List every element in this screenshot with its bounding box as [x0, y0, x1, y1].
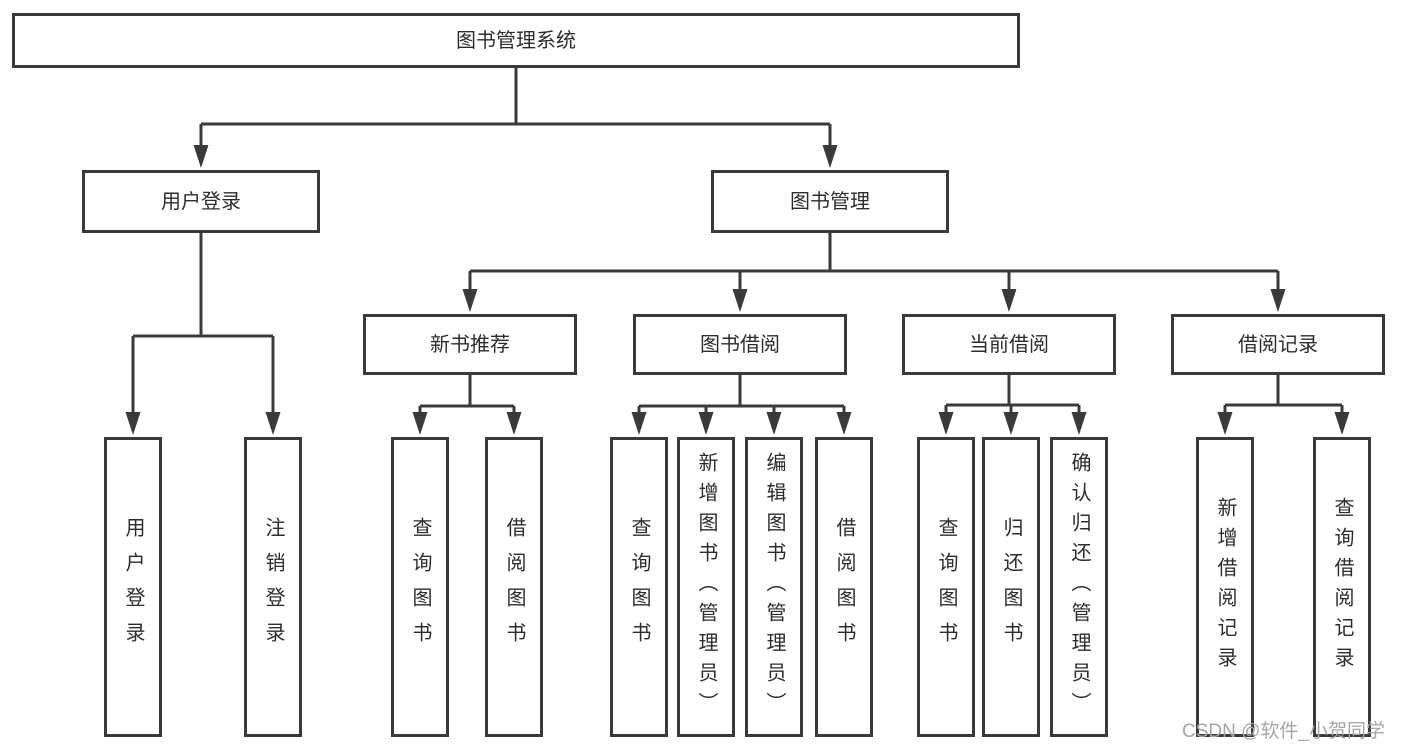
- node-root: 图书管理系统: [12, 13, 1020, 68]
- arrowhead-icon: [125, 412, 141, 435]
- csdn-watermark: CSDN @软件_小贺同学: [1182, 721, 1385, 742]
- node-label: 查询图书: [935, 517, 957, 657]
- arrowhead-icon: [506, 412, 522, 435]
- arrowhead-icon: [412, 412, 428, 435]
- node-leaf-borrow-books: 借阅图书: [815, 437, 873, 737]
- node-label: 编辑图书（管理员）: [763, 452, 785, 722]
- arrowhead-icon: [193, 145, 209, 168]
- node-book-management: 图书管理: [711, 170, 949, 233]
- arrowhead-icon: [766, 412, 782, 435]
- node-label: 归还图书: [1000, 517, 1022, 657]
- arrowhead-icon: [1001, 289, 1017, 312]
- node-label: 查询借阅记录: [1331, 497, 1353, 677]
- arrowhead-icon: [462, 289, 478, 312]
- node-label: 借阅图书: [833, 517, 855, 657]
- node-label: 新增图书（管理员）: [695, 452, 717, 722]
- arrowhead-icon: [1003, 412, 1019, 435]
- node-leaf-add-borrow-record: 新增借阅记录: [1196, 437, 1254, 737]
- node-leaf-return-book: 归还图书: [982, 437, 1040, 737]
- node-borrowing-records: 借阅记录: [1171, 314, 1385, 375]
- node-current-borrowing: 当前借阅: [902, 314, 1116, 375]
- arrowhead-icon: [1217, 412, 1233, 435]
- arrowhead-icon: [698, 412, 714, 435]
- arrowhead-icon: [732, 289, 748, 312]
- node-label: 借阅图书: [503, 517, 525, 657]
- node-new-book-recommend: 新书推荐: [363, 314, 577, 375]
- node-leaf-user-login: 用户登录: [104, 437, 162, 737]
- node-label: 用户登录: [122, 517, 144, 657]
- arrowhead-icon: [1270, 289, 1286, 312]
- node-label: 查询图书: [409, 517, 431, 657]
- connector-path: [131, 68, 1344, 414]
- node-leaf-add-book-admin: 新增图书（管理员）: [677, 437, 735, 737]
- node-book-borrowing: 图书借阅: [633, 314, 847, 375]
- node-leaf-logout: 注销登录: [244, 437, 302, 737]
- arrowhead-icon: [1334, 412, 1350, 435]
- arrowhead-icon: [631, 412, 647, 435]
- arrowhead-icon: [836, 412, 852, 435]
- node-label: 注销登录: [262, 517, 284, 657]
- node-leaf-confirm-return-admin: 确认归还（管理员）: [1050, 437, 1108, 737]
- node-label: 查询图书: [628, 517, 650, 657]
- arrowhead-icon: [265, 412, 281, 435]
- node-user-login: 用户登录: [82, 170, 320, 233]
- node-leaf-borrow-books-recommend: 借阅图书: [485, 437, 543, 737]
- node-leaf-query-books-recommend: 查询图书: [391, 437, 449, 737]
- arrowhead-icon: [1071, 412, 1087, 435]
- node-leaf-query-borrow-record: 查询借阅记录: [1313, 437, 1371, 737]
- node-leaf-query-books-borrowing: 查询图书: [610, 437, 668, 737]
- arrowhead-icon: [822, 145, 838, 168]
- node-label: 确认归还（管理员）: [1068, 452, 1090, 722]
- node-leaf-query-books-current: 查询图书: [917, 437, 975, 737]
- node-label: 新增借阅记录: [1214, 497, 1236, 677]
- arrowhead-icon: [938, 412, 954, 435]
- node-leaf-edit-book-admin: 编辑图书（管理员）: [745, 437, 803, 737]
